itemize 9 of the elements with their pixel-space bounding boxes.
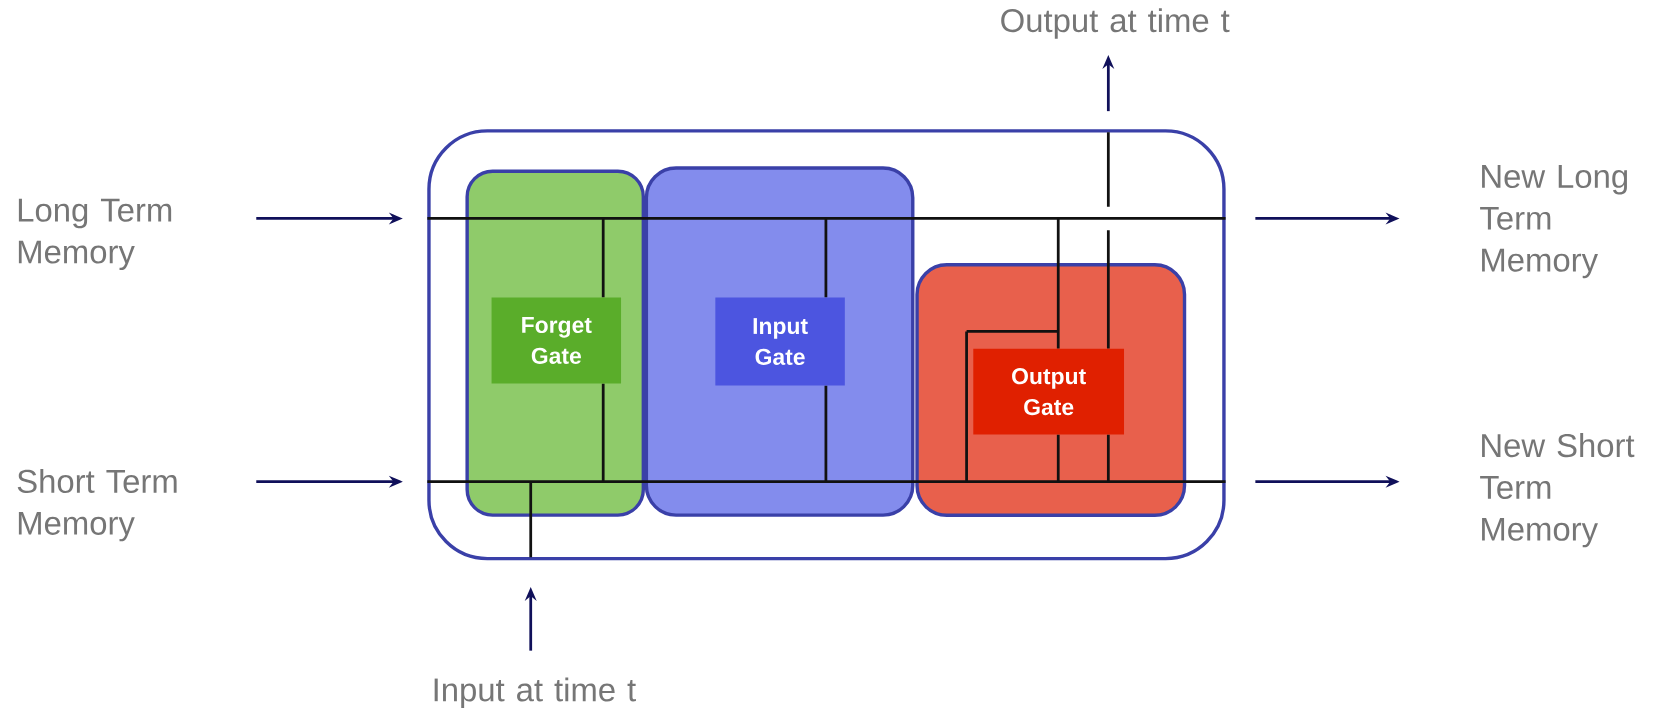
text-label: Short Term Memory — [17, 468, 177, 542]
text-label: New Short Term Memory — [1480, 433, 1635, 548]
gate-box: Forget Gate — [465, 169, 646, 517]
text-label: Input at time t — [434, 677, 636, 709]
text-label: Long Term Memory — [18, 198, 172, 271]
text-label: Output at time t — [1001, 8, 1230, 39]
gate-box: Input Gate — [644, 166, 915, 517]
text-label: New Long Term Memory — [1480, 165, 1628, 279]
gate-box: Output Gate — [915, 263, 1187, 518]
